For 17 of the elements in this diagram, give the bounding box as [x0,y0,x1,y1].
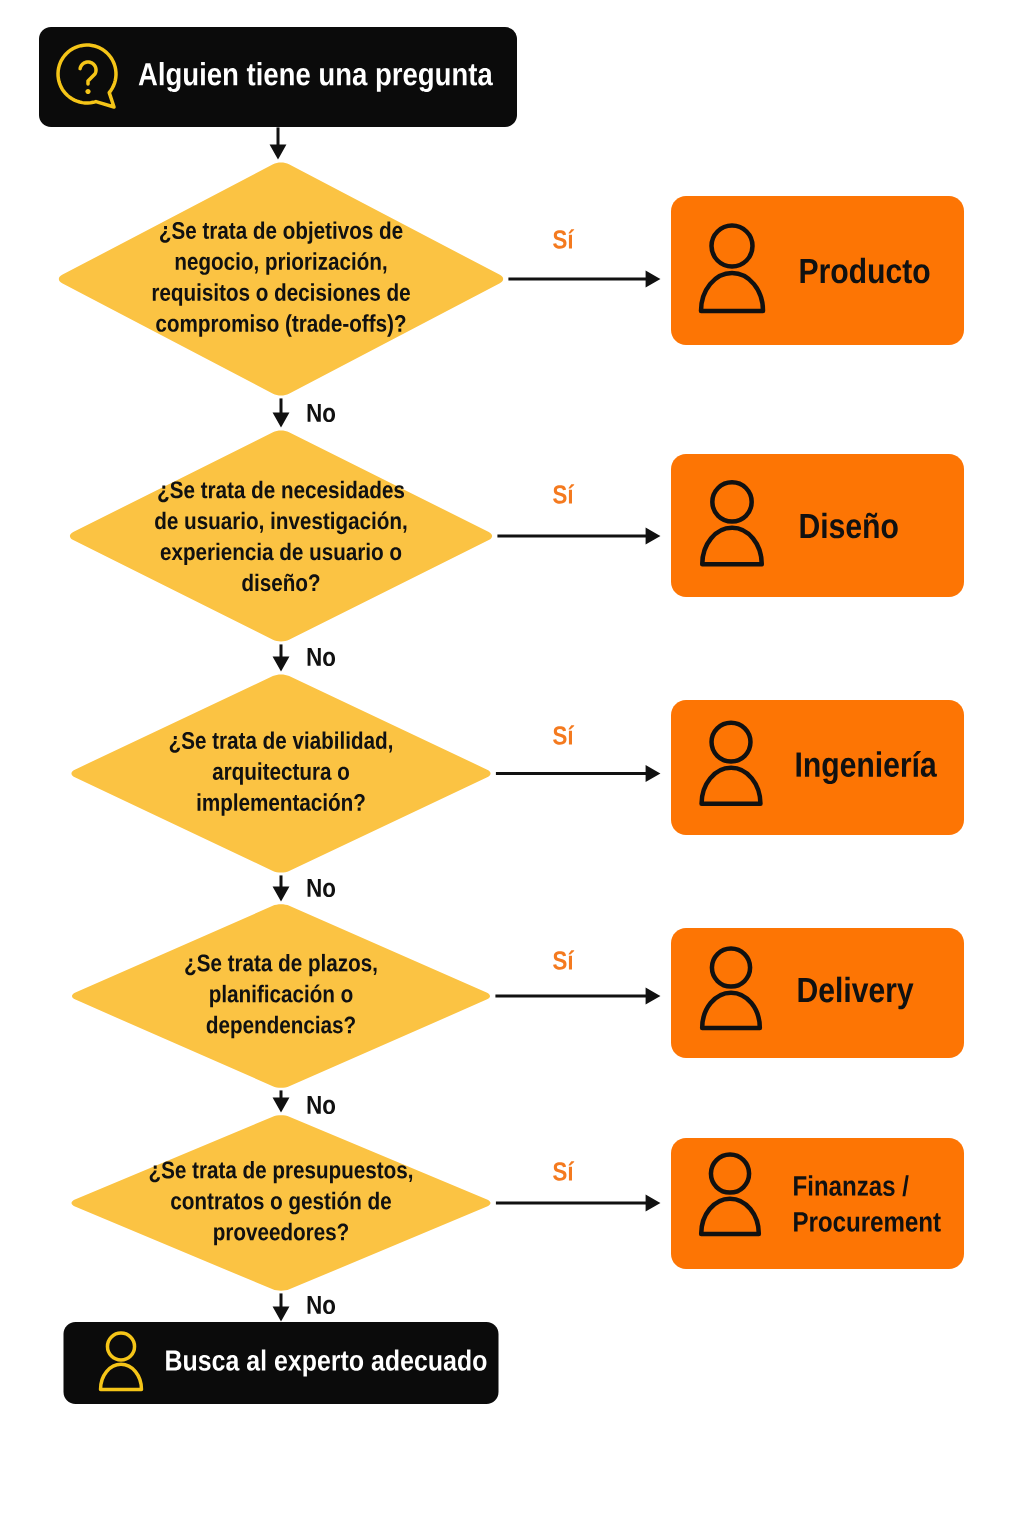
edge-label: No [307,647,336,667]
edge-label: No [307,878,336,898]
edge-label: No [307,1095,336,1115]
edge-label: Sí [553,484,575,504]
terminal-box: Alguien tiene una pregunta [39,27,517,127]
role-box: Producto [671,196,964,345]
role-box: Ingeniería [671,700,964,835]
edge-label: Sí [553,950,575,970]
role-box: Delivery [671,928,964,1058]
edge-label: No [307,1295,336,1315]
edge-label: No [307,403,336,423]
edge-label: Sí [553,1161,575,1181]
edge-label: Sí [553,229,575,249]
role-box: Diseño [671,454,964,597]
role-box: Finanzas / Procurement [671,1138,964,1269]
terminal-box: Busca al experto adecuado [63,1322,499,1404]
edge-label: Sí [553,725,575,745]
